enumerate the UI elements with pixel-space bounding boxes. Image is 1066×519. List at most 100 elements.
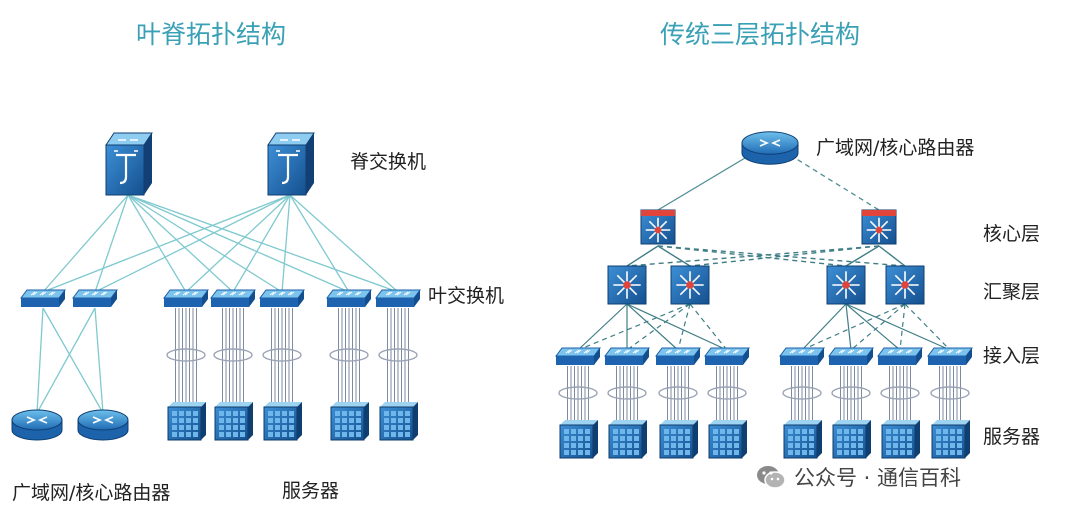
spine2-leaf5-link: [281, 194, 291, 293]
leaf-switch-6: [326, 289, 372, 307]
router-core2-link: [789, 154, 880, 211]
server-left-1: [167, 402, 206, 441]
server-right-4: [708, 420, 747, 459]
server-right-1-cables: [558, 366, 598, 420]
server-right-2-cables: [607, 366, 647, 420]
access-switch-5: [779, 347, 825, 365]
core2-agg2-link: [689, 245, 880, 267]
spine-switch-2: [267, 132, 315, 196]
router-right: [741, 131, 799, 165]
label-access-layer: 接入层: [983, 345, 1041, 367]
title-leaf-spine: 叶脊拓扑结构: [136, 20, 287, 49]
server-left-3: [263, 402, 302, 441]
access-switch-1: [555, 347, 601, 365]
leaf1-router2-link: [42, 307, 104, 414]
agg3-access6-link: [845, 303, 852, 351]
label-router-right: 广域网/核心路由器: [816, 137, 975, 159]
spine-switch-1: [105, 132, 153, 196]
server-left-4-cables: [329, 308, 369, 402]
core2-agg3-link: [845, 245, 880, 267]
watermark: 公众号 · 通信百科: [756, 462, 961, 492]
leaf2-router1-link: [36, 307, 96, 414]
router-left-1: [11, 409, 63, 441]
core1-agg2-link: [657, 245, 691, 267]
server-left-5: [379, 402, 418, 441]
server-right-6-cables: [831, 366, 871, 420]
core-switch-1: [640, 209, 676, 245]
agg1-access1-link: [577, 303, 628, 351]
agg1-access3-link: [626, 303, 679, 351]
label-leaf-switch: 叶交换机: [428, 285, 505, 307]
spine1-leaf4-link: [127, 194, 234, 293]
leaf-switch-1: [20, 289, 66, 307]
access-switch-2: [604, 347, 650, 365]
spine2-leaf7-link: [289, 194, 399, 293]
aggregation-switch-4: [885, 265, 925, 305]
server-left-4: [330, 402, 369, 441]
watermark-text: 公众号 · 通信百科: [794, 466, 962, 490]
server-right-1: [559, 420, 598, 459]
server-right-4-cables: [707, 366, 747, 420]
spine1-leaf1-link: [42, 194, 129, 293]
agg2-access3-link: [677, 303, 691, 351]
spine2-leaf6-link: [289, 194, 350, 293]
core1-agg3-link: [657, 245, 847, 267]
access-switch-8: [927, 347, 973, 365]
access-switch-7: [877, 347, 923, 365]
server-right-2: [608, 420, 647, 459]
access-switch-6: [828, 347, 874, 365]
label-router-left: 广域网/核心路由器: [12, 482, 171, 504]
leaf1-router1-link: [36, 307, 44, 414]
spine2-leaf4-link: [232, 194, 291, 293]
router-left-2: [77, 409, 129, 441]
server-left-3-cables: [262, 308, 302, 402]
spine1-leaf5-link: [127, 194, 283, 293]
leaf-switch-5: [259, 289, 305, 307]
spine2-leaf2-link: [94, 194, 291, 293]
label-core-layer: 核心层: [983, 223, 1041, 245]
leaf-switch-3: [163, 289, 209, 307]
agg3-access8-link: [845, 303, 951, 351]
aggregation-switch-3: [826, 265, 866, 305]
links-layer: [36, 154, 970, 420]
server-right-6: [832, 420, 871, 459]
spine1-leaf3-link: [127, 194, 187, 293]
access-switch-4: [704, 347, 750, 365]
spine2-leaf1-link: [42, 194, 291, 293]
leaf2-router2-link: [94, 307, 104, 414]
server-right-5: [783, 420, 822, 459]
leaf-switch-7: [375, 289, 421, 307]
agg3-access5-link: [801, 303, 847, 351]
server-right-8: [931, 420, 970, 459]
devices-layer: [11, 131, 973, 459]
label-server-right: 服务器: [983, 426, 1041, 448]
server-right-7-cables: [880, 366, 920, 420]
spine1-leaf2-link: [94, 194, 129, 293]
server-right-3-cables: [658, 366, 698, 420]
agg2-access4-link: [689, 303, 728, 351]
agg2-access1-link: [577, 303, 691, 351]
leaf-switch-2: [72, 289, 118, 307]
agg3-access7-link: [845, 303, 901, 351]
label-spine-switch: 脊交换机: [350, 151, 427, 173]
wechat-icon: [757, 466, 786, 489]
server-right-3: [659, 420, 698, 459]
core2-agg4-link: [878, 245, 906, 267]
agg4-access6-link: [850, 303, 906, 351]
agg2-access2-link: [626, 303, 691, 351]
router-core1-link: [657, 154, 751, 211]
core1-agg1-link: [626, 245, 659, 267]
agg4-access7-link: [899, 303, 906, 351]
aggregation-switch-2: [670, 265, 710, 305]
server-left-1-cables: [166, 308, 206, 402]
spine1-leaf7-link: [127, 194, 399, 293]
agg1-access4-link: [626, 303, 728, 351]
server-right-5-cables: [782, 366, 822, 420]
label-server-left: 服务器: [282, 480, 340, 502]
agg4-access5-link: [801, 303, 906, 351]
server-left-2: [214, 402, 253, 441]
spine2-leaf3-link: [185, 194, 291, 293]
server-left-5-cables: [378, 308, 418, 402]
